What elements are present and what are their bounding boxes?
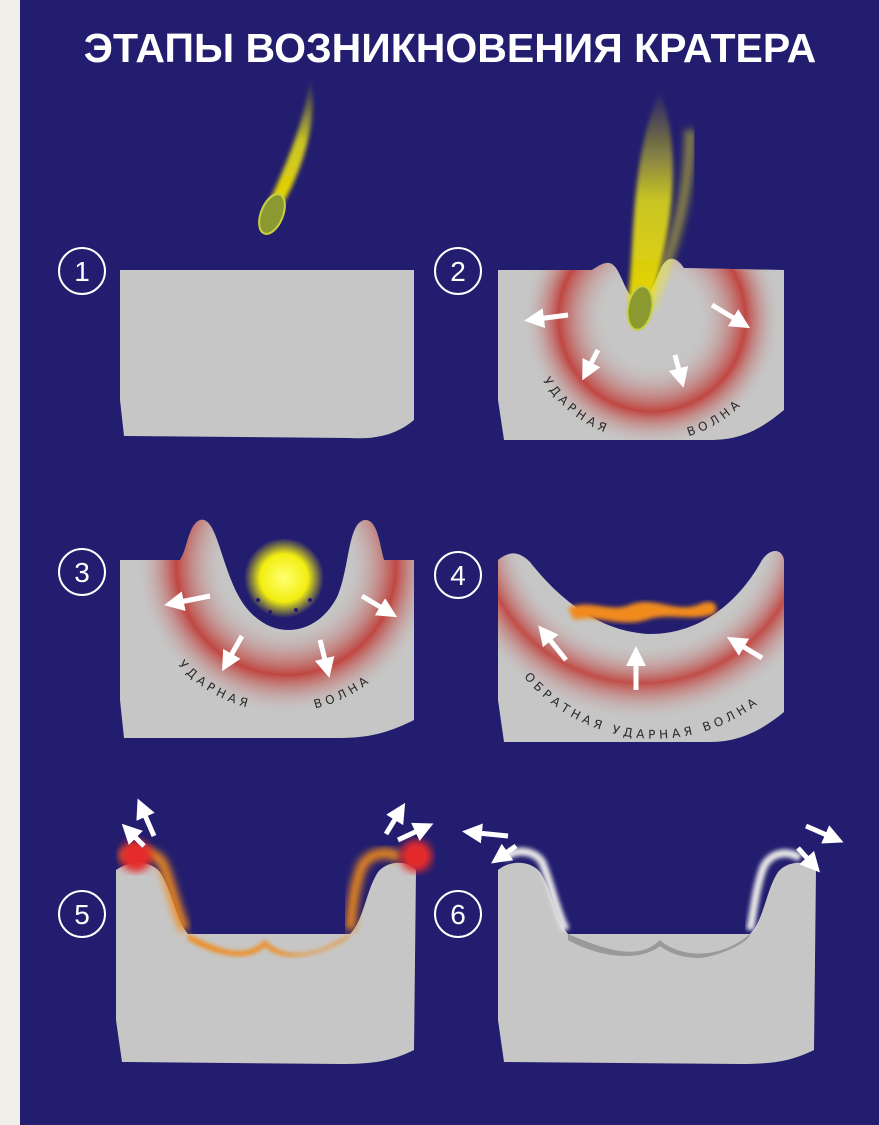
stage-number: 2 — [450, 256, 466, 287]
hot-ejecta-cloud — [120, 840, 152, 872]
crater-poster: ЭТАПЫ ВОЗНИКНОВЕНИЯ КРАТЕРА 1 УДАРНАЯ ВО… — [20, 0, 879, 1125]
hot-ejecta-cloud — [400, 840, 432, 872]
poster-canvas: ЭТАПЫ ВОЗНИКНОВЕНИЯ КРАТЕРА 1 УДАРНАЯ ВО… — [20, 0, 879, 1125]
stage-number: 3 — [74, 557, 90, 588]
stage-number: 6 — [450, 899, 466, 930]
ground-block — [120, 270, 414, 438]
poster-title: ЭТАПЫ ВОЗНИКНОВЕНИЯ КРАТЕРА — [84, 25, 816, 71]
fireball — [244, 538, 324, 618]
stage-number: 4 — [450, 560, 466, 591]
stage-number: 5 — [74, 899, 90, 930]
stage-number: 1 — [74, 256, 90, 287]
